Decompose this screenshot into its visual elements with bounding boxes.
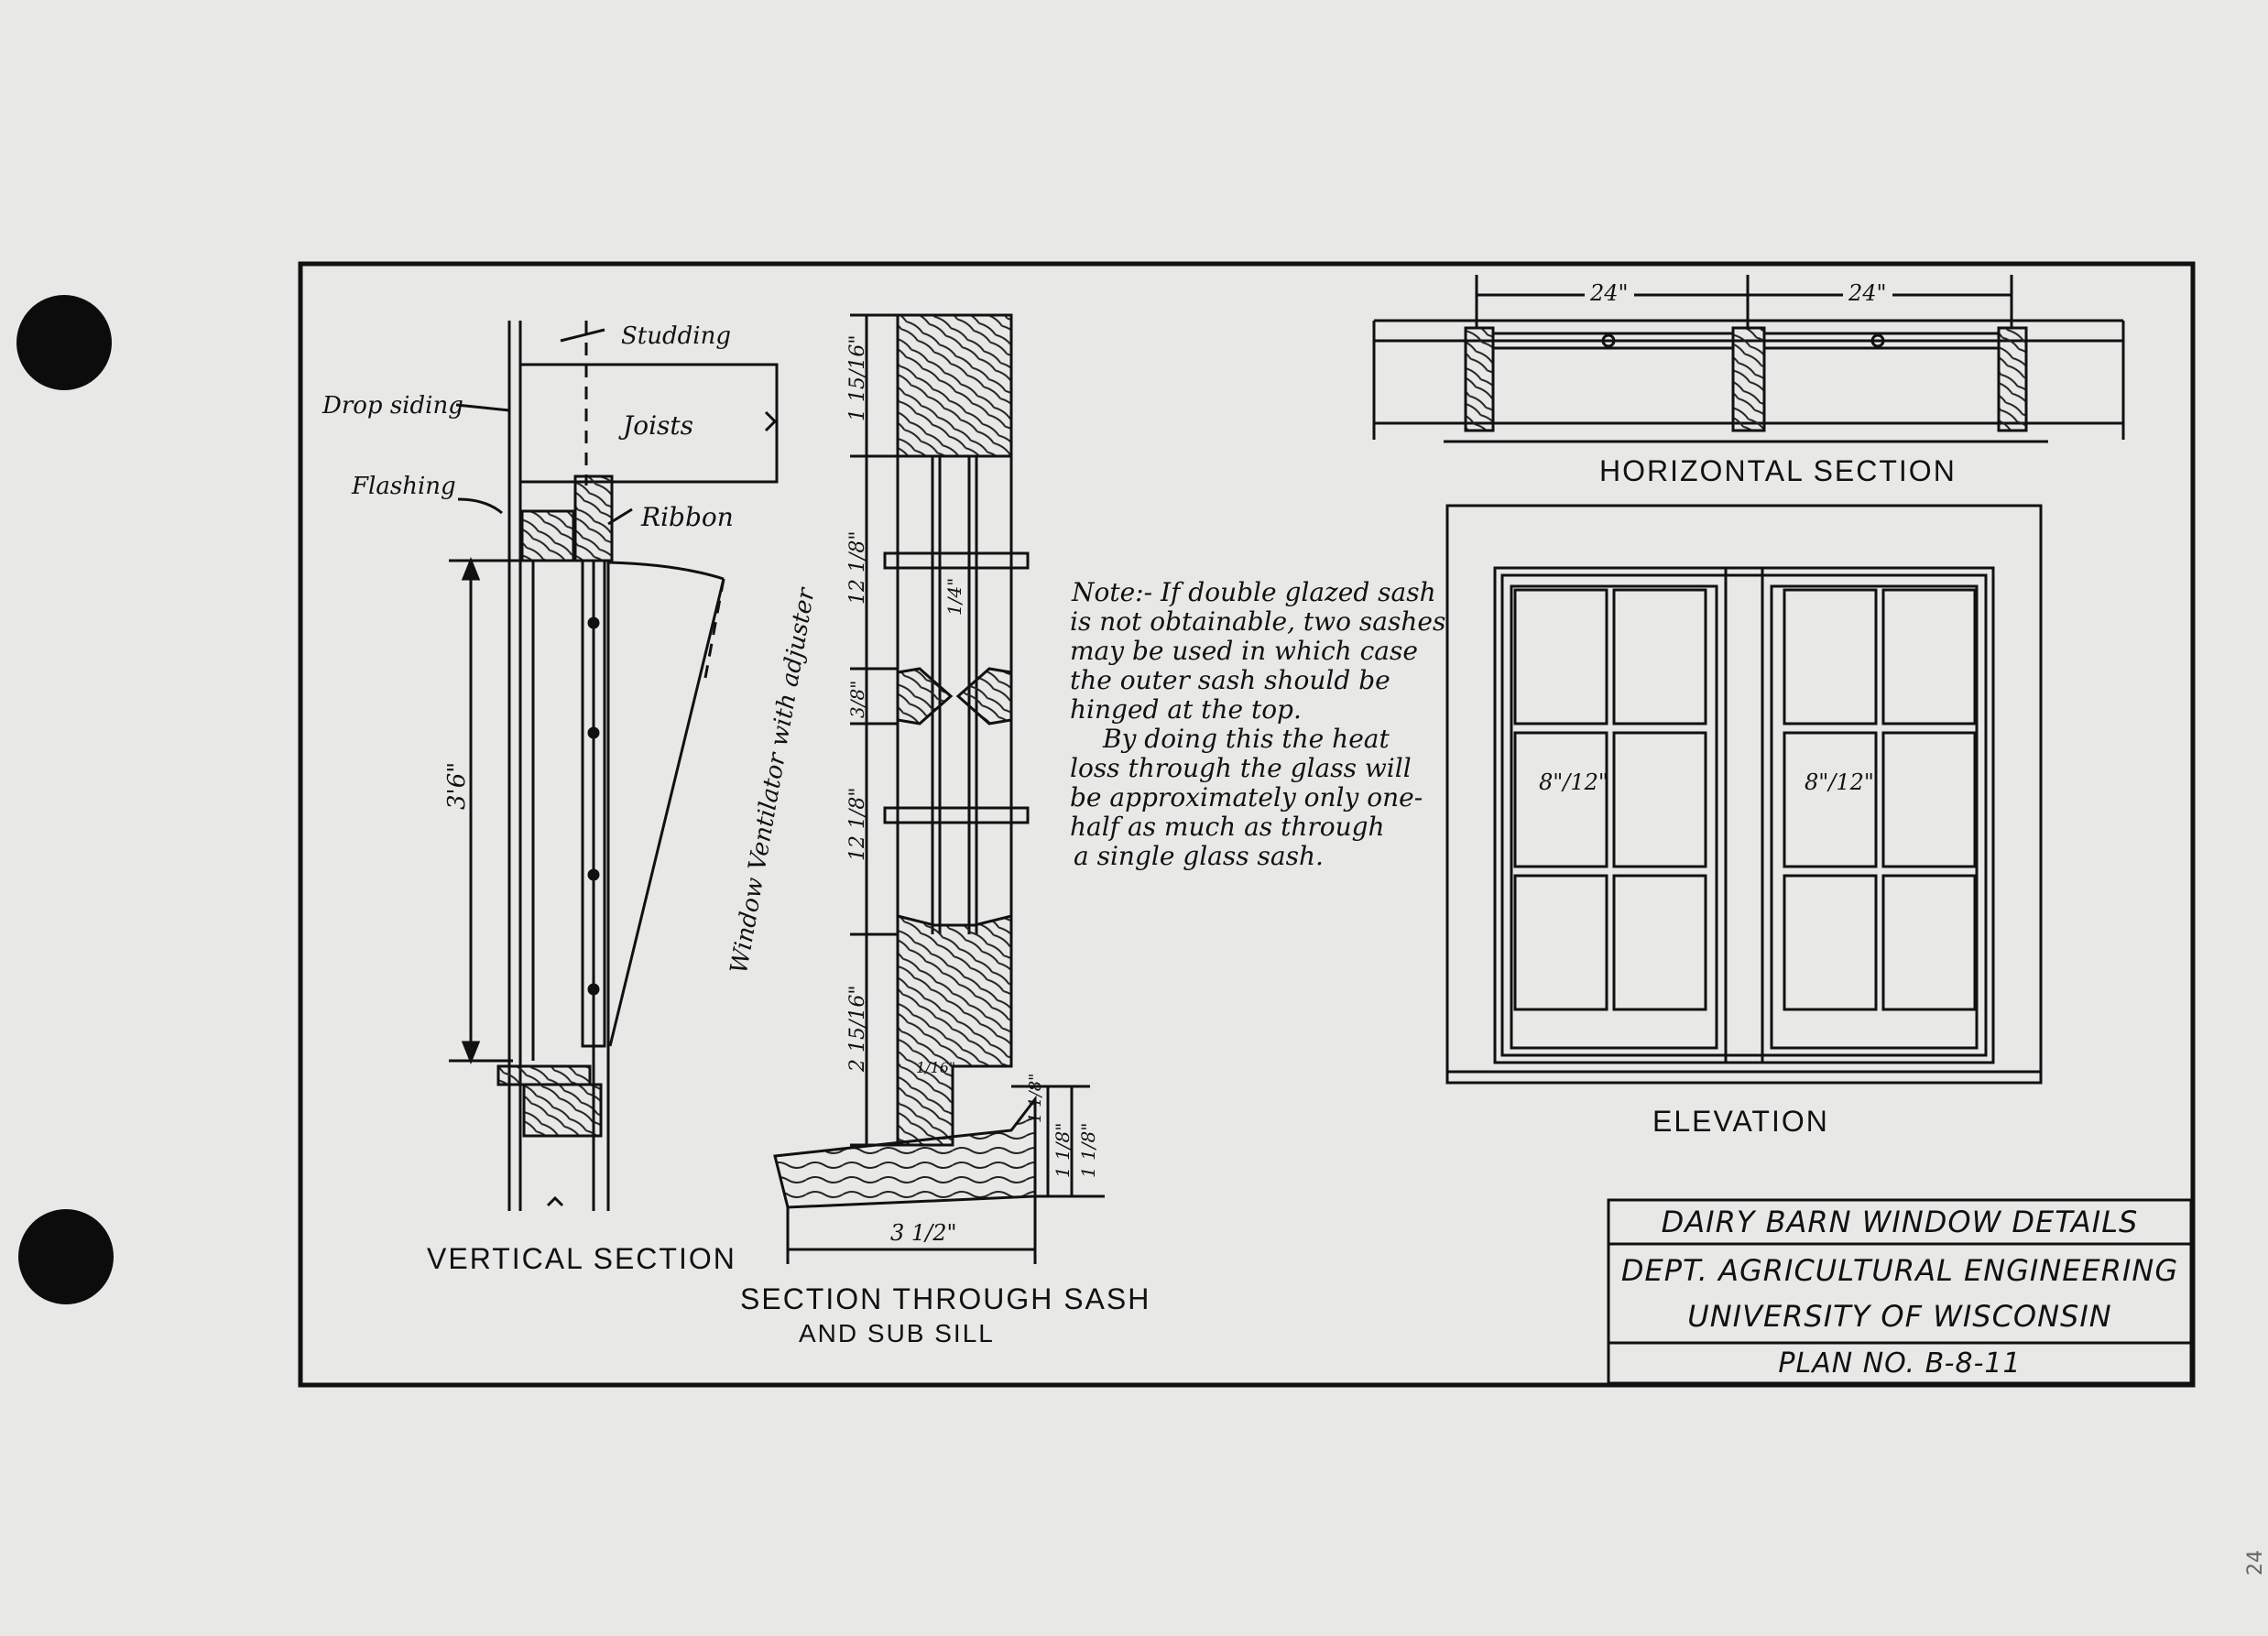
note-line-10: a single glass sash. <box>1074 841 1324 871</box>
note-line-8: be approximately only one- <box>1070 782 1423 813</box>
vertical-section-drawing <box>449 321 779 1211</box>
dim-sash-top: 1 15/16" <box>846 334 869 421</box>
note-line-2: is not obtainable, two sashes <box>1070 606 1446 637</box>
label-flashing: Flashing <box>352 473 456 500</box>
dim-rail-offset: 1/16" <box>916 1059 956 1076</box>
sash-section-title-line2: AND SUB SILL <box>799 1319 995 1347</box>
title-block-university: UNIVERSITY OF WISCONSIN <box>1687 1299 2112 1334</box>
margin-mark: 24 <box>2244 1550 2267 1576</box>
title-block-plan: PLAN NO. B-8-11 <box>1778 1347 2022 1380</box>
dim-lower-glass: 12 1/8" <box>846 787 869 861</box>
dim-mid-rail: 3/8" <box>846 680 868 718</box>
note-line-9: half as much as through <box>1070 812 1385 842</box>
label-studding: Studding <box>621 322 731 350</box>
dim-window-height: 3'6" <box>443 761 471 810</box>
horizontal-section-title: HORIZONTAL SECTION <box>1599 454 1957 487</box>
dim-sub-sill-height-2: 1 1/8" <box>1077 1122 1099 1178</box>
punch-hole-top <box>16 295 112 390</box>
note-line-5: hinged at the top. <box>1070 694 1302 725</box>
label-joists: Joists <box>623 410 694 441</box>
elevation-drawing <box>1445 504 2043 1085</box>
note-line-3: may be used in which case <box>1070 636 1418 666</box>
sheet-border <box>298 261 2196 1388</box>
note-line-1: Note:- If double glazed sash <box>1072 577 1436 607</box>
dim-glass-gap: 1/4" <box>943 577 965 616</box>
sash-section-drawing <box>773 313 1105 1264</box>
vertical-section-title: VERTICAL SECTION <box>427 1242 736 1275</box>
note-line-4: the outer sash should be <box>1070 665 1390 695</box>
elevation-title: ELEVATION <box>1652 1105 1829 1138</box>
label-ribbon: Ribbon <box>641 502 734 532</box>
note-line-7: loss through the glass will <box>1070 753 1412 783</box>
dim-upper-glass: 12 1/8" <box>846 530 869 605</box>
dim-right-sash-width: 24" <box>1843 280 1892 306</box>
dim-left-sash-width: 24" <box>1585 280 1634 306</box>
punch-hole-bottom <box>18 1209 114 1304</box>
horizontal-section-drawing <box>1372 275 2125 443</box>
label-drop-siding: Drop siding <box>322 392 463 420</box>
dim-sub-sill-width: 3 1/2" <box>890 1220 957 1246</box>
title-block-dept: DEPT. AGRICULTURAL ENGINEERING <box>1620 1253 2179 1288</box>
title-block-title: DAIRY BARN WINDOW DETAILS <box>1661 1205 2139 1239</box>
pane-size-right: 8"/12" <box>1805 769 1874 795</box>
dim-sub-sill-height-3: 1 1/8" <box>1026 1073 1045 1123</box>
dim-sub-sill-height: 1 1/8" <box>1052 1122 1074 1178</box>
dim-bottom-rail: 2 15/16" <box>846 985 869 1072</box>
title-block-lines <box>1607 1198 2193 1385</box>
sash-section-title-line1: SECTION THROUGH SASH <box>740 1282 1151 1315</box>
pane-size-left: 8"/12" <box>1539 769 1608 795</box>
note-line-6: By doing this the heat <box>1103 724 1390 754</box>
